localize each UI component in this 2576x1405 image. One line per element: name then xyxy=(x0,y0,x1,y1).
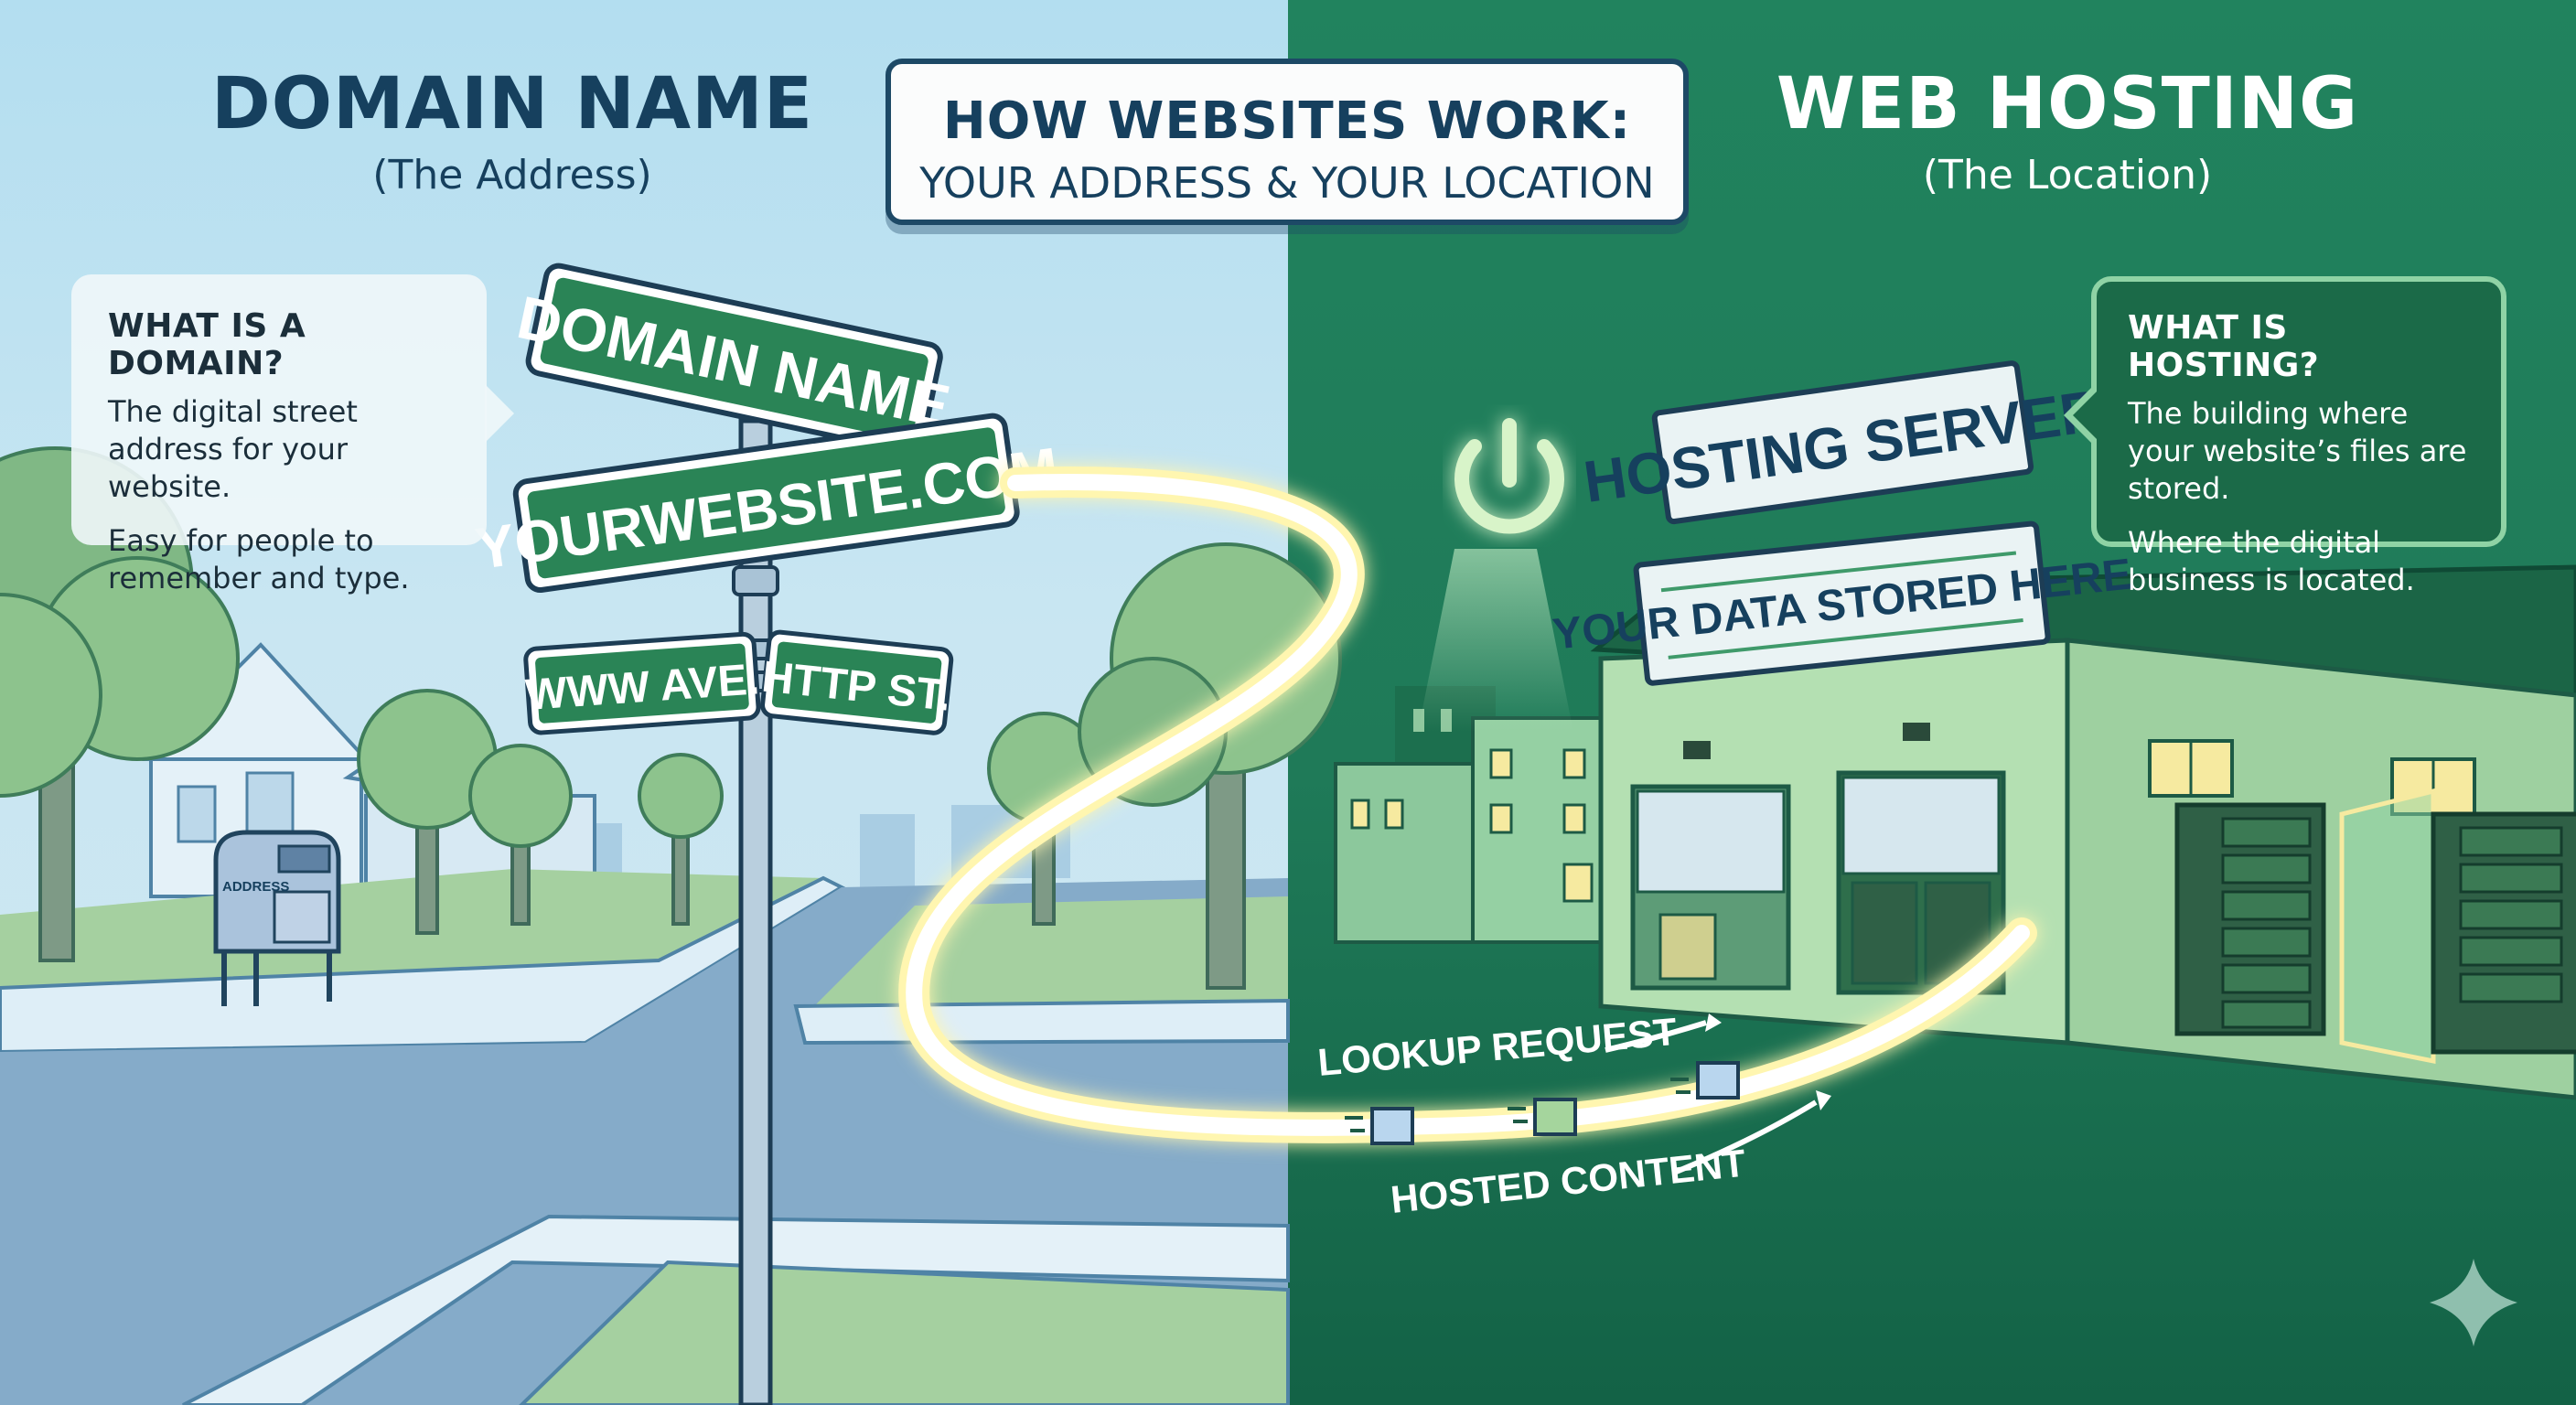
envelope-icon xyxy=(1508,1098,1577,1136)
request-arrow-icon xyxy=(1605,1020,1707,1053)
callout-tail xyxy=(485,384,514,443)
mailbox-label: ADDRESS xyxy=(222,879,289,895)
envelope-icon xyxy=(1670,1061,1740,1099)
city-buildings-right xyxy=(1334,686,1612,944)
main-title: HOW WEBSITES WORK: xyxy=(942,91,1632,151)
hosting-card-text-1: The building where your website’s files … xyxy=(2128,396,2467,506)
hosting-subheading: (The Location) xyxy=(1922,151,2213,198)
domain-info-card: WHAT IS A DOMAIN? The digital street add… xyxy=(71,274,514,595)
billboard-hosting-server: HOSTING SERVER xyxy=(1580,360,2107,525)
content-arrow-head-icon xyxy=(1816,1090,1831,1110)
tree xyxy=(468,744,573,926)
content-arrow-icon xyxy=(1672,1099,1818,1175)
tree xyxy=(1078,542,1342,990)
tree xyxy=(638,753,724,926)
domain-card-title: WHAT IS A DOMAIN? xyxy=(108,307,306,382)
sparkle-icon xyxy=(2430,1259,2517,1346)
hosting-heading-group: WEB HOSTING (The Location) xyxy=(1701,63,2433,198)
domain-heading: DOMAIN NAME xyxy=(210,63,814,145)
domain-card-text-1: The digital street address for your webs… xyxy=(108,394,358,504)
hosting-card-text-2: Where the digital business is located. xyxy=(2128,524,2415,597)
power-icon xyxy=(1454,418,1564,534)
main-subtitle: YOUR ADDRESS & YOUR LOCATION xyxy=(919,158,1655,208)
light-beam xyxy=(1418,549,1573,732)
main-title-box: HOW WEBSITES WORK: YOUR ADDRESS & YOUR L… xyxy=(886,59,1689,225)
server-rack xyxy=(2431,811,2576,1055)
request-arrow-head-icon xyxy=(1705,1014,1722,1032)
domain-subheading: (The Address) xyxy=(372,151,652,198)
server-rack xyxy=(2174,802,2326,1036)
hosting-info-card: WHAT IS HOSTING? The building where your… xyxy=(2064,276,2506,597)
hosted-content-label: HOSTED CONTENT xyxy=(1389,1141,1748,1221)
street-sign-http-st: HTTP ST. xyxy=(759,629,954,735)
mailbox: ADDRESS xyxy=(213,830,341,1006)
server-rack-door xyxy=(2339,788,2436,1065)
street-sign-www-ave: WWW AVE. xyxy=(523,631,761,735)
domain-heading-group: DOMAIN NAME (The Address) xyxy=(146,63,878,198)
hosting-card-title: WHAT IS HOSTING? xyxy=(2128,309,2320,384)
domain-card-text-2: Easy for people to remember and type. xyxy=(108,522,410,595)
envelope-icon xyxy=(1345,1107,1414,1145)
billboard-data-stored: YOUR DATA STORED HERE xyxy=(1551,520,2134,686)
sign-pole xyxy=(732,418,779,1405)
hosting-heading: WEB HOSTING xyxy=(1776,63,2359,145)
callout-tail-inner xyxy=(2073,390,2098,441)
